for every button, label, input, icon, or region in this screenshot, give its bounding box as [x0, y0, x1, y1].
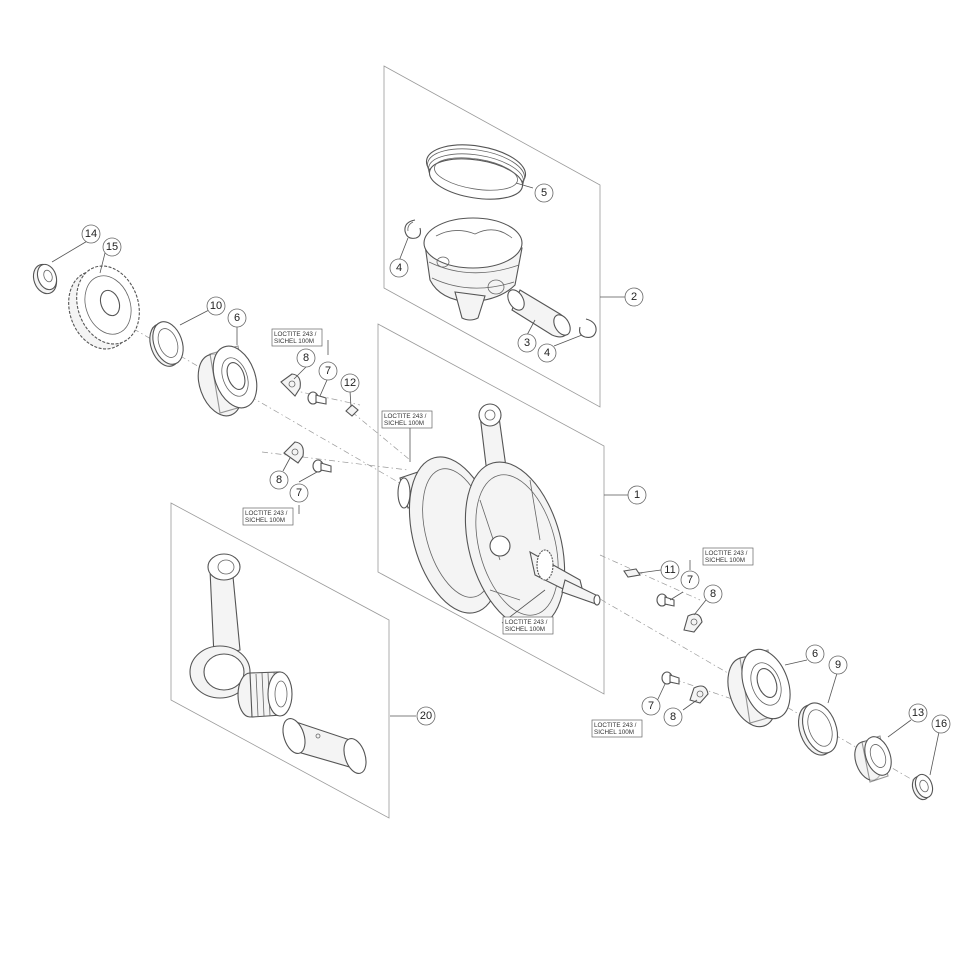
callout-5: 5	[534, 183, 554, 203]
svg-text:6: 6	[234, 312, 240, 324]
svg-text:5: 5	[541, 187, 547, 199]
crank-nut-right	[911, 773, 934, 801]
callout-11: 11	[660, 560, 680, 580]
svg-text:8: 8	[276, 474, 282, 486]
svg-text:7: 7	[296, 487, 302, 499]
svg-text:6: 6	[812, 648, 818, 660]
callout-3: 3	[517, 333, 537, 353]
primary-gear	[68, 265, 140, 350]
circlip-left	[404, 219, 422, 239]
svg-text:LOCTITE 243 /: LOCTITE 243 /	[594, 722, 637, 729]
svg-text:20: 20	[420, 710, 432, 722]
svg-text:9: 9	[835, 659, 841, 671]
svg-text:11: 11	[664, 564, 675, 576]
callout-16: 16	[931, 714, 951, 734]
svg-text:12: 12	[344, 377, 356, 389]
svg-text:LOCTITE 243 /: LOCTITE 243 /	[705, 550, 748, 557]
piston-pin	[507, 289, 571, 338]
screw-lower-left	[312, 459, 332, 473]
screw-lower-right	[661, 671, 680, 685]
callout-12: 12	[340, 373, 360, 393]
svg-text:3: 3	[524, 337, 530, 349]
svg-text:LOCTITE 243 /: LOCTITE 243 /	[505, 619, 548, 626]
loctite-note-crank-right: LOCTITE 243 / SICHEL 100M	[502, 616, 554, 635]
bushing	[854, 735, 892, 783]
main-bearing-left	[197, 345, 258, 417]
gear-nut	[32, 263, 58, 295]
svg-text:7: 7	[648, 700, 654, 712]
svg-text:SICHEL 100M: SICHEL 100M	[384, 420, 424, 427]
circlip-right	[579, 318, 597, 338]
callout-7-lower-right: 7	[641, 696, 661, 716]
callout-6-left: 6	[227, 308, 247, 328]
loctite-note-left-upper: LOCTITE 243 / SICHEL 100M	[271, 328, 323, 347]
locking-plate-lower-right	[689, 685, 709, 704]
callout-15: 15	[102, 237, 122, 257]
shaft-seal	[797, 702, 839, 756]
svg-text:7: 7	[325, 365, 331, 377]
loctite-note-right-lower: LOCTITE 243 / SICHEL 100M	[591, 719, 643, 738]
svg-text:LOCTITE 243 /: LOCTITE 243 /	[274, 331, 317, 338]
callout-7-upper-right: 7	[680, 570, 700, 590]
svg-text:10: 10	[210, 300, 222, 312]
svg-text:7: 7	[687, 574, 693, 586]
callout-20: 20	[416, 706, 436, 726]
callout-1: 1	[627, 485, 647, 505]
svg-text:15: 15	[106, 241, 118, 253]
svg-text:SICHEL 100M: SICHEL 100M	[705, 557, 745, 564]
svg-text:13: 13	[912, 707, 924, 719]
loctite-note-left-lower: LOCTITE 243 / SICHEL 100M	[242, 507, 294, 526]
connecting-rod	[189, 553, 251, 699]
locking-plate-lower-left	[283, 441, 304, 464]
svg-text:4: 4	[544, 347, 550, 359]
woodruff-key-right	[623, 568, 641, 578]
conrod-kit-frame	[170, 502, 390, 819]
callout-8-upper-right: 8	[703, 584, 723, 604]
svg-text:14: 14	[85, 228, 97, 240]
callout-2: 2	[624, 287, 644, 307]
needle-bearing-cage	[237, 671, 293, 718]
callout-14: 14	[81, 224, 101, 244]
locking-plate-upper-left	[280, 373, 301, 397]
callout-4-right: 4	[537, 343, 557, 363]
svg-text:16: 16	[935, 718, 947, 730]
callout-9: 9	[828, 655, 848, 675]
callout-13: 13	[908, 703, 928, 723]
callout-6-right: 6	[805, 644, 825, 664]
svg-text:8: 8	[670, 711, 676, 723]
callout-8-lower-left: 8	[269, 470, 289, 490]
piston-rings	[425, 144, 527, 200]
svg-text:4: 4	[396, 262, 402, 274]
svg-text:SICHEL 100M: SICHEL 100M	[245, 517, 285, 524]
woodruff-key-left	[345, 404, 359, 417]
crankshaft	[397, 403, 601, 629]
callout-4-left: 4	[389, 258, 409, 278]
piston-assembly-frame	[383, 65, 601, 408]
main-bearing-right	[727, 648, 791, 728]
screw-upper-right	[656, 593, 675, 607]
crankshaft-assembly-frame	[377, 323, 605, 695]
spacer-ring	[149, 321, 184, 367]
svg-text:2: 2	[631, 291, 637, 303]
svg-text:SICHEL 100M: SICHEL 100M	[594, 729, 634, 736]
locking-plate-upper-right	[683, 613, 703, 633]
svg-text:LOCTITE 243 /: LOCTITE 243 /	[384, 413, 427, 420]
crank-pin	[282, 718, 367, 774]
callout-7-upper-left: 7	[318, 361, 338, 381]
callout-10: 10	[206, 296, 226, 316]
loctite-note-right-upper: LOCTITE 243 / SICHEL 100M	[702, 547, 754, 566]
svg-text:8: 8	[303, 352, 309, 364]
callout-7-lower-left: 7	[289, 483, 309, 503]
svg-text:8: 8	[710, 588, 716, 600]
svg-text:SICHEL 100M: SICHEL 100M	[505, 626, 545, 633]
svg-text:1: 1	[634, 489, 640, 501]
screw-upper-left	[307, 391, 327, 405]
piston	[423, 217, 523, 321]
callout-8-upper-left: 8	[296, 348, 316, 368]
loctite-note-crank-left: LOCTITE 243 / SICHEL 100M	[381, 410, 433, 429]
svg-text:SICHEL 100M: SICHEL 100M	[274, 338, 314, 345]
callout-8-lower-right: 8	[663, 707, 683, 727]
svg-text:LOCTITE 243 /: LOCTITE 243 /	[245, 510, 288, 517]
